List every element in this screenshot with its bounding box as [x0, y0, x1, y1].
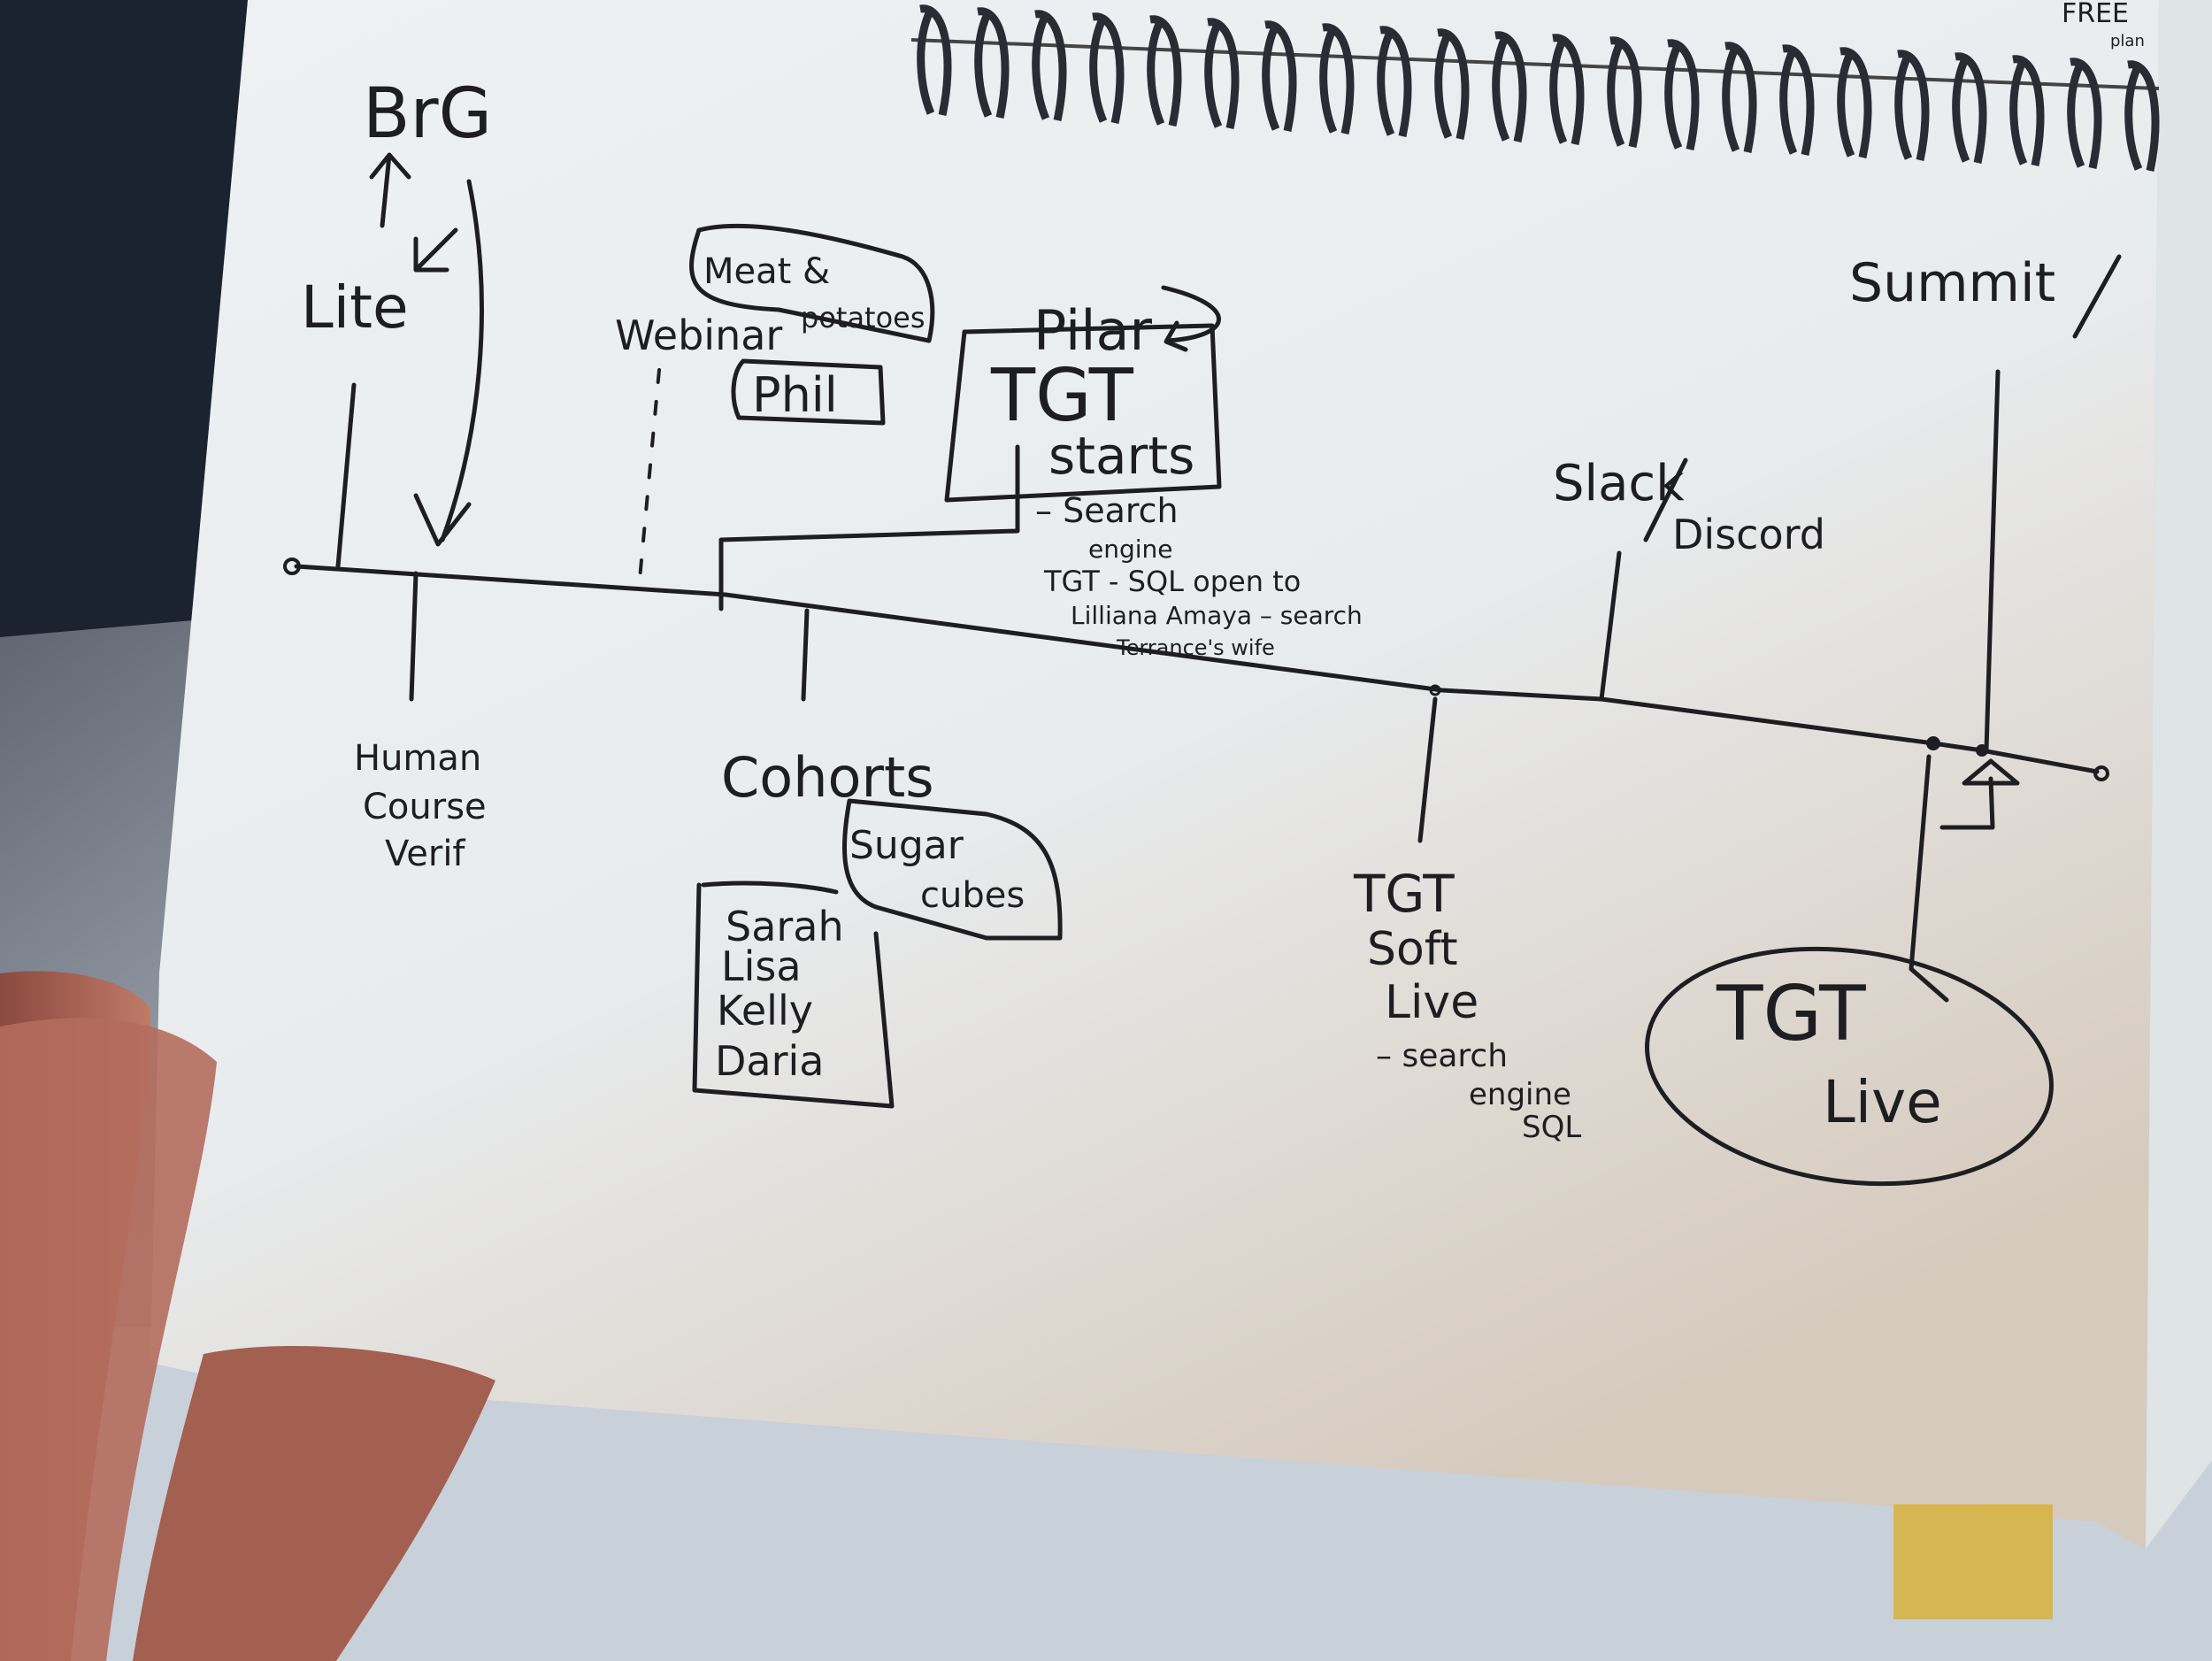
svg-text:TGT - SQL open to: TGT - SQL open to [1043, 565, 1301, 598]
phil-box [731, 358, 886, 426]
svg-text:engine: engine [1469, 1077, 1571, 1112]
event-tgt-soft-live: TGT Soft Live – search engine SQL [1353, 684, 1581, 1145]
meat-potatoes-box: Meat & potatoes [689, 223, 935, 343]
spiral-ring [2124, 60, 2160, 172]
phil-label: Phil [752, 367, 838, 423]
svg-text:Lilliana Amaya – search: Lilliana Amaya – search [1071, 601, 1363, 630]
long-arrow-down-icon [413, 179, 484, 547]
corner-note-sub: plan [2110, 32, 2145, 50]
brg-label: BrG [363, 74, 492, 154]
svg-text:starts: starts [1048, 426, 1194, 486]
hand [0, 971, 495, 1661]
arrow-up-icon [369, 152, 411, 228]
tgt-starts-box [944, 323, 1222, 503]
event-lite: BrG Lite [301, 74, 492, 569]
spiral-ring [1492, 31, 1527, 142]
spiral-ring [1549, 34, 1585, 145]
dark-background [0, 0, 248, 637]
svg-text:engine: engine [1088, 534, 1173, 564]
spiral-ring [2067, 58, 2102, 169]
spiral-ring [1952, 52, 1987, 164]
spiral-ring [2009, 55, 2045, 166]
cohort-names-box [692, 880, 895, 1109]
spiral-ring [1377, 26, 1412, 137]
svg-text:Live: Live [1385, 976, 1479, 1029]
cohort-name: Sarah [726, 903, 844, 950]
cohort-name: Kelly [717, 987, 813, 1034]
sticky-note [1893, 1504, 2053, 1619]
connector-line [718, 444, 1020, 611]
page-edge-right [2146, 0, 2212, 1549]
svg-text:SQL: SQL [1522, 1110, 1581, 1145]
svg-text:TGT: TGT [1353, 864, 1455, 924]
event-summit: Summit [1849, 252, 2122, 830]
cohort-name: Lisa [721, 942, 802, 990]
lite-label: Lite [301, 273, 409, 342]
corner-note: FREE [2062, 0, 2129, 29]
svg-text:Human: Human [354, 738, 481, 779]
spiral-ring [1147, 15, 1182, 127]
notebook-page [150, 0, 2159, 1549]
spiral-binding [910, 4, 2160, 172]
svg-text:TGT: TGT [990, 354, 1134, 438]
spiral-ring [1434, 28, 1470, 140]
spiral-ring [917, 4, 952, 116]
svg-text:cubes: cubes [920, 875, 1025, 916]
up-arrow-icon [1939, 758, 2020, 830]
spiral-ring [1894, 50, 1930, 161]
svg-text:TGT: TGT [1716, 970, 1866, 1058]
spiral-ring [1319, 23, 1355, 135]
arrow-down-left-icon [413, 227, 458, 273]
sugar-cubes-box [841, 798, 1063, 941]
spiral-ring [1607, 36, 1642, 148]
svg-text:Terrance's wife: Terrance's wife [1116, 635, 1275, 660]
spiral-ring [1664, 39, 1700, 150]
svg-text:Cohorts: Cohorts [721, 745, 934, 810]
svg-text:Verif: Verif [385, 834, 465, 874]
spiral-ring [1204, 18, 1240, 129]
svg-text:Summit: Summit [1849, 252, 2055, 314]
event-tgt-starts: Pilar TGT starts – Search engine TGT - S… [718, 285, 1363, 660]
spiral-ring [1262, 20, 1297, 132]
svg-text:Live: Live [1823, 1068, 1942, 1136]
svg-text:Webinar: Webinar [615, 311, 782, 359]
event-cohorts: Cohorts Sugar cubes Sarah Lisa Kelly Dar… [692, 608, 1063, 1109]
cohort-name: Daria [715, 1037, 825, 1085]
svg-text:Soft: Soft [1367, 923, 1458, 976]
svg-text:Course: Course [363, 787, 487, 827]
svg-text:Meat &: Meat & [703, 251, 830, 292]
spiral-ring [1837, 47, 1872, 158]
event-slack-discord: Slack Discord [1553, 455, 1825, 702]
svg-text:Discord: Discord [1672, 511, 1825, 558]
curved-arrow-icon [1161, 285, 1221, 352]
event-human-course-verif: Human Course Verif [354, 571, 487, 874]
svg-text:– Search: – Search [1035, 491, 1179, 530]
tgt-live-circle [1645, 946, 2054, 1187]
spiral-ring [1089, 12, 1125, 124]
event-tgt-live: TGT Live [1645, 754, 2054, 1187]
spiral-ring [1779, 44, 1815, 156]
event-webinar: Webinar Phil [615, 311, 886, 590]
spiral-ring [1722, 42, 1757, 153]
svg-text:Sugar: Sugar [849, 823, 964, 868]
spiral-ring [974, 7, 1010, 119]
svg-text:potatoes: potatoes [801, 301, 926, 335]
spiral-ring [1032, 10, 1067, 121]
svg-text:– search: – search [1376, 1038, 1508, 1074]
